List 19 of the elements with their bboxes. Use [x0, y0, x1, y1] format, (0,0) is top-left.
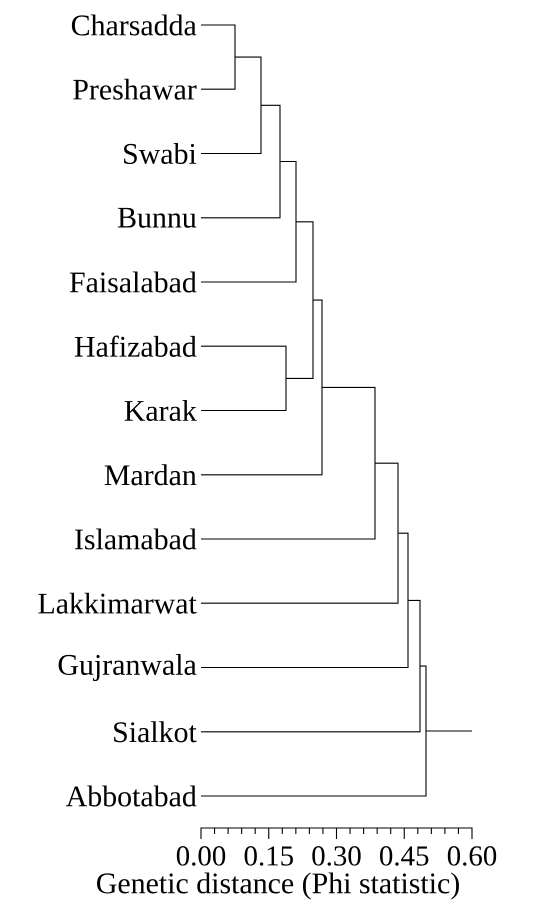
leaf-label: Karak [124, 400, 197, 422]
leaf-label: Abbotabad [66, 786, 196, 807]
leaf-label: Hafizabad [74, 336, 196, 357]
leaf-label: Swabi [124, 143, 196, 164]
leaf-label: Preshawar [73, 78, 197, 100]
tick-label: 0.60 [448, 846, 496, 866]
leaf-label: Mardan [104, 464, 196, 486]
leaf-label: Sialkot [114, 721, 197, 742]
leaf-label: Charsadda [72, 14, 196, 36]
leaf-label: Islamabad [75, 528, 196, 550]
axis-title: Genetic distance (Phi statistic) [97, 872, 459, 900]
leaf-label: Gujranwala [58, 654, 196, 682]
leaf-label: Lakkimarwat [38, 592, 197, 614]
leaf-label: Bunnu [118, 208, 196, 228]
tick-label: 0.30 [312, 846, 361, 866]
tick-label: 0.45 [380, 846, 428, 866]
tick-label: 0.15 [244, 846, 293, 866]
tick-label: 0.00 [176, 846, 226, 866]
leaf-label: Faisalabad [70, 272, 196, 293]
